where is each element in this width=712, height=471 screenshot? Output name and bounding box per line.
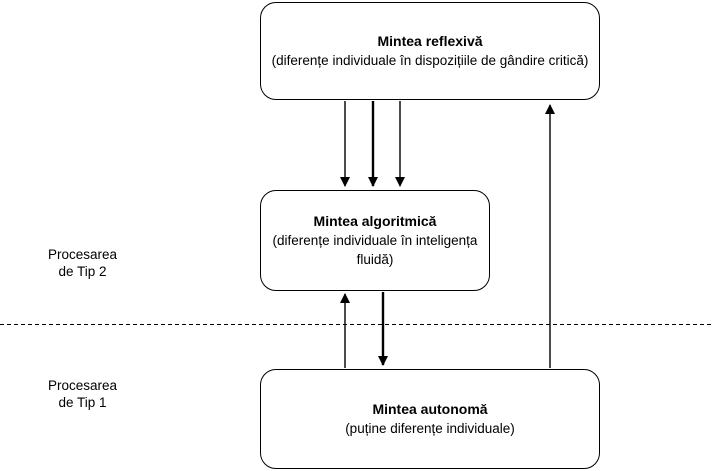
algorithmic-mind-subtitle: (diferențe individuale în inteligența fl… [272, 233, 478, 267]
label-type1-processing: Procesarea de Tip 1 [47, 378, 118, 410]
box-autonomous-mind: Mintea autonomă (puține diferențe indivi… [260, 369, 600, 469]
reflective-mind-title: Mintea reflexivă [377, 33, 483, 49]
autonomous-mind-subtitle: (puține diferențe individuale) [345, 421, 515, 436]
box-reflective-mind: Mintea reflexivă (diferențe individuale … [260, 2, 600, 100]
box-algorithmic-mind: Mintea algoritmică (diferențe individual… [260, 190, 490, 291]
label-type2-processing: Procesarea de Tip 2 [47, 247, 118, 279]
algorithmic-mind-title: Mintea algoritmică [313, 213, 437, 229]
autonomous-mind-title: Mintea autonomă [372, 401, 488, 417]
reflective-mind-subtitle: (diferențe individuale în dispozițiile d… [271, 53, 589, 68]
